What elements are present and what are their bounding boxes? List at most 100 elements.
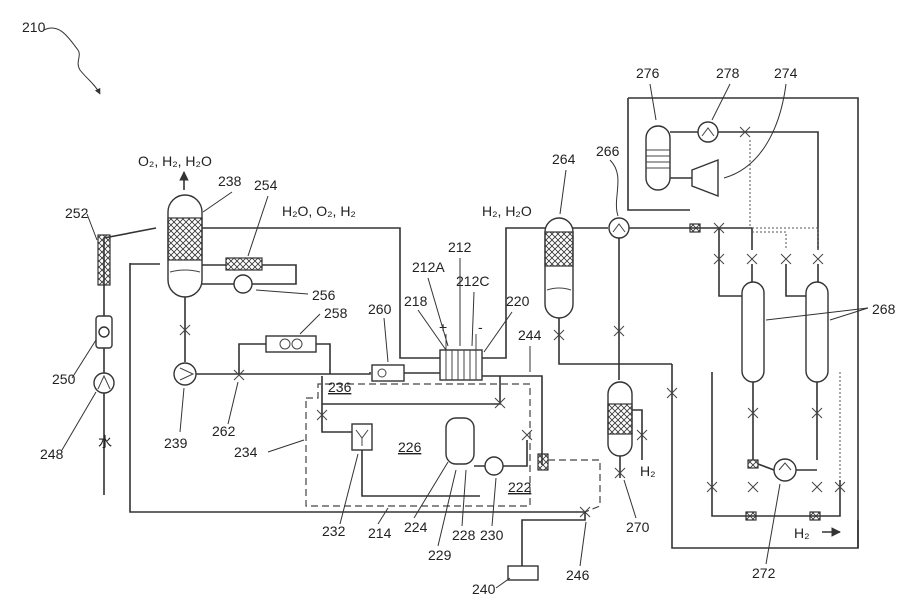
heater-278-icon [698, 122, 718, 142]
o2-h2-h2o-label: O₂, H₂, H₂O [138, 153, 212, 169]
adsorber-outlet-lines [753, 382, 817, 460]
separator-264-drain-line [559, 318, 672, 364]
leader-270 [624, 480, 636, 518]
regeneration-loop-line [712, 372, 840, 516]
hydrogen-bypass-line [672, 364, 858, 548]
tank-226 [446, 418, 474, 464]
cooler-266-icon [609, 218, 629, 238]
leader-212C [472, 292, 474, 346]
controller-240 [508, 566, 538, 580]
ref-222: 222 [508, 479, 532, 495]
adsorber-268-a [742, 282, 764, 382]
leader-260 [384, 318, 388, 362]
ref-250: 250 [52, 371, 76, 387]
leader-276 [650, 84, 656, 120]
valve-272-a-icon [748, 482, 758, 492]
leader-248 [62, 392, 96, 450]
leader-254 [248, 196, 268, 256]
ref-212C: 212C [456, 273, 489, 289]
ref-210-zigzag-arrow [44, 28, 100, 94]
leader-234 [268, 440, 304, 452]
ref-260: 260 [368, 301, 392, 317]
ref-272: 272 [752, 565, 776, 581]
leader-232 [340, 454, 358, 524]
leader-262 [228, 382, 238, 424]
ref-238: 238 [218, 173, 242, 189]
separator-238-packing [168, 218, 202, 260]
feed-to-stack-line [196, 372, 370, 374]
stack-212-terminals [446, 334, 476, 350]
controller-line [522, 512, 585, 566]
adsorber-cross-dotted [752, 228, 818, 250]
ref-244: 244 [518, 327, 542, 343]
ref-234: 234 [234, 444, 258, 460]
cooler-258 [266, 336, 316, 352]
leader-224 [414, 462, 448, 518]
flow-meter-260 [372, 365, 404, 381]
ref-278: 278 [716, 65, 740, 81]
ref-274: 274 [774, 65, 798, 81]
ref-226: 226 [398, 439, 422, 455]
adsorber-inlet-header [698, 228, 752, 250]
pump-230-icon [485, 457, 503, 475]
ref-246: 246 [566, 567, 590, 583]
valve-feed-b-icon [747, 254, 757, 264]
filter-272-b [810, 512, 820, 520]
filter-272-a [746, 512, 756, 520]
ref-212A: 212A [412, 259, 445, 275]
ref-254: 254 [254, 177, 278, 193]
ref-228: 228 [452, 527, 476, 543]
ref-258: 258 [324, 305, 348, 321]
h2-h2o-label: H₂, H₂O [482, 203, 532, 219]
ref-229: 229 [428, 547, 452, 563]
leader-240 [496, 578, 510, 588]
separator-232 [352, 424, 372, 450]
leader-238 [203, 192, 232, 212]
leader-246 [580, 522, 586, 566]
separator-264-packing [545, 232, 573, 266]
leader-214 [378, 508, 388, 524]
valve-feed-c-icon [781, 254, 791, 264]
ref-212: 212 [448, 239, 472, 255]
leader-256 [256, 290, 308, 294]
pump-256-icon [234, 275, 252, 293]
ref-252: 252 [65, 205, 89, 221]
ref-224: 224 [404, 519, 428, 535]
ref-270: 270 [626, 519, 650, 535]
ref-266: 266 [596, 143, 620, 159]
leader-228 [462, 470, 466, 526]
leader-250 [72, 340, 96, 378]
ref-218: 218 [404, 293, 428, 309]
compressor-274 [692, 160, 718, 196]
vessel-270-gas-line [632, 410, 642, 460]
anode-plus-sign: + [439, 319, 447, 335]
leader-220 [484, 312, 512, 352]
ref-220: 220 [506, 293, 530, 309]
ref-264: 264 [552, 151, 576, 167]
h2o-o2-h2-label: H₂O, O₂, H₂ [282, 203, 356, 219]
filter-outlet [748, 460, 758, 468]
meter-250-dial-icon [99, 327, 109, 337]
water-inlet-label: 水 [98, 434, 112, 450]
ref-256: 256 [312, 287, 336, 303]
leader-252 [87, 214, 97, 240]
vessel-270-packing [608, 404, 632, 434]
filter-252 [98, 235, 110, 285]
ref-248: 248 [40, 446, 64, 462]
stack-drain-line [482, 376, 542, 465]
h2-product-label-2: H₂ [794, 525, 810, 541]
ref-210: 210 [22, 19, 46, 35]
leader-239 [180, 388, 184, 432]
ref-236: 236 [328, 379, 352, 395]
cathode-minus-sign: - [478, 319, 483, 335]
filter-inlet [690, 224, 700, 232]
h2-product-label-1: H₂ [640, 463, 656, 479]
ref-239: 239 [164, 435, 188, 451]
leader-264 [560, 170, 566, 214]
ref-268: 268 [872, 301, 896, 317]
ref-214: 214 [368, 525, 392, 541]
control-signal-line [548, 460, 600, 512]
adsorber-268-b [806, 282, 828, 382]
ref-232: 232 [322, 523, 346, 539]
leader-266 [610, 160, 618, 216]
